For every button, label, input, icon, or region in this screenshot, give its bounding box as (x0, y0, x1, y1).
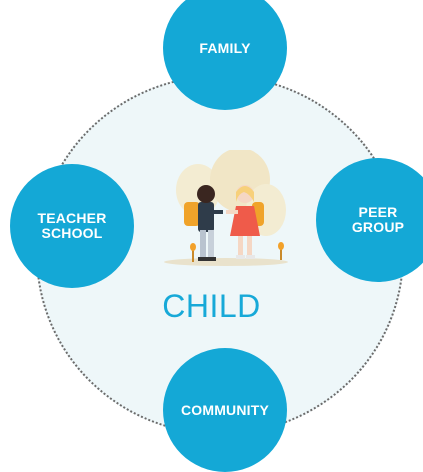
node-community: COMMUNITY (163, 348, 287, 472)
center-label-child: CHILD (162, 288, 261, 324)
node-teacher-school: TEACHER SCHOOL (10, 164, 134, 288)
node-community-label: COMMUNITY (180, 402, 270, 418)
node-family-label: FAMILY (199, 39, 251, 56)
node-family: FAMILY (163, 0, 287, 110)
node-peer-group-label: PEER GROUP (351, 204, 405, 235)
node-peer-group: PEER GROUP (316, 158, 423, 282)
node-teacher-school-label: TEACHER SCHOOL (37, 210, 107, 241)
children-with-backpacks-icon (164, 150, 288, 266)
